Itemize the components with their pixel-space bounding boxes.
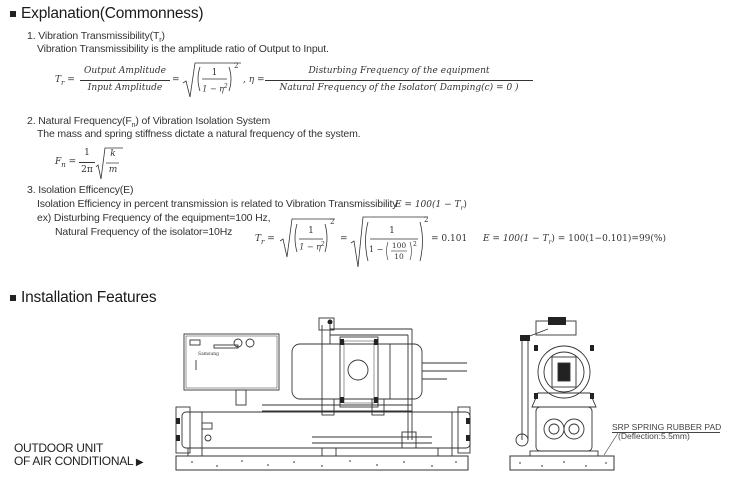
- outer-square: 2: [234, 62, 239, 70]
- ex-one-minus: 1 −: [369, 245, 384, 254]
- tr-letter: T: [55, 75, 62, 85]
- ex-inner-square: 2: [413, 241, 417, 248]
- ex-one-2: 1: [389, 226, 395, 236]
- fn-symbol: Fn =: [55, 157, 76, 169]
- output-amplitude: Output Amplitude: [84, 66, 166, 76]
- tr-symbol: Tr =: [55, 75, 75, 87]
- ex-hundred: 100: [391, 241, 407, 250]
- natural-frequency-formula: Fn = 1 2π k m: [55, 145, 135, 181]
- fraction-bar: [80, 80, 170, 81]
- ex-eta-squared: 2: [320, 241, 325, 248]
- ex-outer-square-2: 2: [424, 216, 429, 224]
- figure-caption: OUTDOOR UNIT OF AIR CONDITIONAL ▶: [14, 441, 144, 469]
- ex-equals-1: =: [340, 234, 348, 244]
- unit-brand-label: Samsung: [198, 351, 219, 357]
- fn-letter: F: [55, 157, 62, 167]
- outdoor-unit-front-drawing: Samsung: [175, 317, 471, 471]
- item2-heading-sub: n: [131, 122, 136, 130]
- ex-one-minus-eta-text: 1 − η: [299, 242, 321, 252]
- item3-example-line2: Natural Frequency of the isolator=10Hz: [55, 226, 233, 238]
- item3-example-line1: ex) Disturbing Frequency of the equipmen…: [37, 212, 271, 224]
- natural-frequency-isolator: Natural Frequency of the Isolator( Dampi…: [279, 83, 519, 93]
- ex-tr-sub: r: [261, 237, 265, 246]
- ex-ten: 10: [394, 252, 404, 261]
- item1-heading-text: 1. Vibration Transmissibility(T: [27, 30, 160, 42]
- pad-label: SRP SPRING RUBBER PAD (Deflection:5.5mm): [612, 423, 721, 441]
- item2-description: The mass and spring stiffness dictate a …: [37, 128, 361, 140]
- ex-tr-symbol: Tr =: [255, 234, 275, 246]
- item1-heading-end: ): [161, 30, 165, 42]
- e-formula: E = 100(1 − Tr): [395, 200, 467, 212]
- e-formula-text: E = 100(1 − T: [395, 200, 461, 210]
- e-result-text: E = 100(1 − T: [483, 234, 549, 244]
- fn-fraction-bar: [79, 162, 95, 163]
- mass-m: m: [108, 165, 118, 175]
- fn-sub: n: [61, 160, 66, 169]
- ex-sqrt-icon-2: [350, 216, 428, 268]
- item2-heading: 2. Natural Frequency(Fn) of Vibration Is…: [27, 115, 270, 129]
- transmissibility-formula: Tr = Output Amplitude Input Amplitude = …: [55, 62, 535, 103]
- e-result-sub: r: [548, 238, 552, 246]
- ex-tr-equals: =: [267, 234, 275, 244]
- installation-title: Installation Features: [10, 289, 157, 307]
- ex-tr-letter: T: [255, 234, 262, 244]
- e-formula-sub: r: [460, 204, 464, 212]
- input-amplitude: Input Amplitude: [87, 83, 163, 93]
- fn-one: 1: [84, 148, 90, 158]
- explanation-title: Explanation(Commonness): [10, 5, 204, 23]
- fn-equals: =: [68, 157, 77, 167]
- one-minus-eta-text: 1 − η: [202, 84, 224, 94]
- outdoor-unit-side-drawing: [509, 317, 618, 471]
- equals-sign: =: [172, 75, 180, 85]
- item1-heading: 1. Vibration Transmissibility(Tr): [27, 30, 165, 44]
- one-numerator: 1: [211, 68, 218, 78]
- e-result: E = 100(1 − Tr) = 100(1−0.101)=99(%): [483, 234, 666, 246]
- tr-equals: =: [67, 75, 75, 85]
- worked-example-formula: Tr = 1 1 − η2 2 = 1 1 − 100 10 2 2 = 0.1…: [255, 216, 675, 269]
- pad-label-underline: [612, 432, 720, 433]
- pad-label-title: SRP SPRING RUBBER PAD: [612, 422, 722, 432]
- square-bullet-icon: [10, 11, 16, 17]
- e-formula-end: ): [463, 200, 467, 210]
- e-result-end: ) = 100(1−0.101)=99(%): [551, 234, 666, 244]
- sqrt-sign-icon: [182, 62, 241, 98]
- fn-sqrt-icon: [95, 147, 123, 180]
- tr-sub: r: [61, 78, 65, 87]
- spring-k: k: [110, 149, 116, 159]
- eta-definition: , η =: [243, 75, 265, 85]
- ex-result-value: = 0.101: [431, 234, 468, 244]
- ex-outer-square-1: 2: [330, 218, 335, 226]
- explanation-title-text: Explanation(Commonness): [21, 5, 204, 22]
- disturbing-frequency: Disturbing Frequency of the equipment: [308, 66, 490, 76]
- installation-title-text: Installation Features: [21, 289, 157, 306]
- item2-heading-text: 2. Natural Frequency(F: [27, 115, 132, 127]
- one-minus-eta: 1 − η2: [200, 83, 230, 94]
- caption-line2: OF AIR CONDITIONAL ▶: [14, 454, 144, 469]
- square-bullet-icon-2: [10, 295, 16, 301]
- item3-heading: 3. Isolation Efficency(E): [27, 184, 134, 196]
- ex-sqrt-icon-1: [279, 218, 335, 258]
- ex-one: 1: [308, 226, 314, 236]
- ex-one-minus-eta: 1 − η2: [296, 241, 328, 252]
- pad-label-deflection: (Deflection:5.5mm): [618, 431, 690, 441]
- two-pi: 2π: [81, 165, 93, 175]
- item1-heading-sub: r: [159, 37, 162, 45]
- item1-description: Vibration Transmissibility is the amplit…: [37, 43, 329, 55]
- eta-squared: 2: [223, 83, 228, 90]
- item3-description: Isolation Efficiency in percent transmis…: [37, 198, 398, 210]
- fraction-bar-2: [265, 80, 533, 81]
- item2-heading-end: ) of Vibration Isolation System: [135, 115, 271, 127]
- caption-arrow-icon: ▶: [135, 457, 144, 468]
- caption-line1: OUTDOOR UNIT: [14, 441, 104, 455]
- caption-line2-text: OF AIR CONDITIONAL: [14, 454, 133, 468]
